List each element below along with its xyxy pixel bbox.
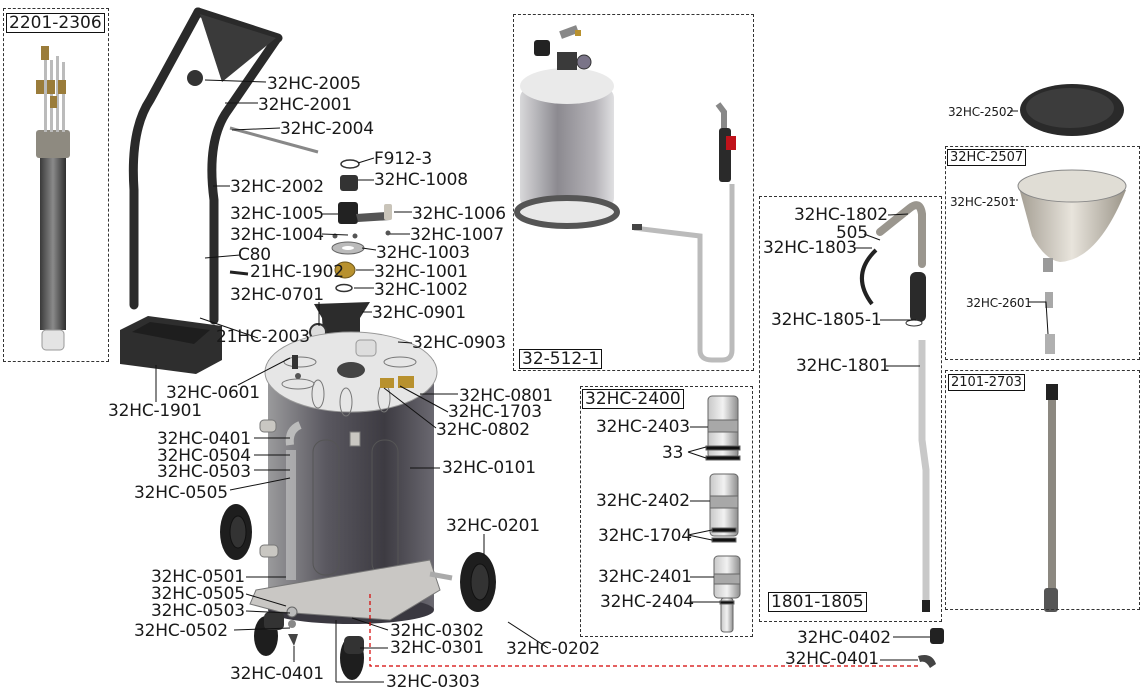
part-label: 32HC-1004 — [230, 225, 324, 245]
group-box-2201-2306 — [3, 8, 109, 362]
part-label: 32HC-0701 — [230, 285, 324, 305]
part-label: C80 — [238, 245, 271, 265]
part-label: 505 — [836, 223, 868, 243]
base-tray-drawing — [120, 316, 222, 374]
part-label: 32HC-1001 — [374, 262, 468, 282]
part-label: 32HC-2501 — [950, 195, 1016, 209]
group-title-2201-2306: 2201-2306 — [6, 13, 105, 33]
part-label: 32HC-0202 — [506, 639, 600, 659]
part-label: 32HC-0401 — [785, 649, 879, 669]
part-label: 32HC-0301 — [390, 638, 484, 658]
part-label: 32HC-0504 — [157, 446, 251, 466]
part-label: 32HC-2601 — [966, 296, 1032, 310]
part-label: 32HC-1802 — [794, 205, 888, 225]
part-label: 32HC-1003 — [376, 243, 470, 263]
part-label: 32HC-1002 — [374, 280, 468, 300]
part-label: 32HC-2502 — [948, 105, 1014, 119]
group-title-32HC-2507: 32HC-2507 — [947, 149, 1027, 166]
group-title-32-512-1: 32-512-1 — [519, 349, 603, 369]
part-label: 32HC-2001 — [258, 95, 352, 115]
group-box-32-512-1 — [513, 14, 754, 371]
part-label: 32HC-1805-1 — [771, 310, 882, 330]
part-label: 32HC-0401 — [230, 664, 324, 684]
part-label: 32HC-1008 — [374, 170, 468, 190]
part-label: 32HC-0201 — [446, 516, 540, 536]
part-label: 21HC-2003 — [216, 327, 310, 347]
group-box-32HC-2400 — [580, 386, 753, 637]
part-label: 32HC-1007 — [410, 225, 504, 245]
part-label: 21HC-1902 — [250, 262, 344, 282]
part-label: 32HC-0903 — [412, 333, 506, 353]
part-label: 32HC-0505 — [151, 584, 245, 604]
group-box-2101-2703 — [945, 370, 1140, 610]
part-label: 32HC-1005 — [230, 204, 324, 224]
part-label: 32HC-0802 — [436, 420, 530, 440]
part-label: 32HC-0503 — [157, 462, 251, 482]
group-box-1801-1805 — [759, 196, 942, 622]
part-label: 33 — [662, 443, 684, 463]
part-label: 32HC-2404 — [600, 592, 694, 612]
part-label: 32HC-2005 — [267, 74, 361, 94]
part-label: 32HC-0601 — [166, 383, 260, 403]
part-label: F912-3 — [374, 149, 432, 169]
group-title-1801-1805: 1801-1805 — [768, 592, 867, 612]
part-label: 32HC-0303 — [386, 672, 480, 692]
part-label: 32HC-0401 — [157, 429, 251, 449]
part-label: 32HC-0501 — [151, 567, 245, 587]
part-label: 32HC-0901 — [372, 303, 466, 323]
part-label: 32HC-0502 — [134, 621, 228, 641]
part-label: 32HC-1703 — [448, 402, 542, 422]
part-label: 32HC-2403 — [596, 417, 690, 437]
part-label: 32HC-1704 — [598, 526, 692, 546]
wheel-drawing — [220, 504, 496, 612]
group-box-32HC-2507 — [945, 146, 1140, 360]
dispenser-tank-drawing — [514, 25, 620, 229]
adapter-drawing — [705, 395, 741, 633]
part-label: 32HC-2401 — [598, 567, 692, 587]
part-label: 32HC-2004 — [280, 119, 374, 139]
part-label: 32HC-1801 — [796, 356, 890, 376]
part-label: 32HC-1803 — [763, 238, 857, 258]
part-label: 32HC-0402 — [797, 628, 891, 648]
part-label: 32HC-0101 — [442, 458, 536, 478]
part-label: 32HC-2402 — [596, 491, 690, 511]
handle-frame-drawing — [128, 7, 283, 325]
part-label: 32HC-1901 — [108, 401, 202, 421]
part-label: 32HC-0505 — [134, 483, 228, 503]
group-title-32HC-2400: 32HC-2400 — [582, 389, 684, 409]
part-label: 32HC-1006 — [412, 204, 506, 224]
part-label: 32HC-2002 — [230, 177, 324, 197]
hose-connection-line — [369, 594, 918, 667]
part-label: 32HC-0801 — [459, 386, 553, 406]
group-title-2101-2703: 2101-2703 — [948, 374, 1025, 391]
part-label: 32HC-0503 — [151, 601, 245, 621]
part-label: 32HC-0302 — [390, 621, 484, 641]
probe-assembly-drawing — [36, 46, 70, 351]
